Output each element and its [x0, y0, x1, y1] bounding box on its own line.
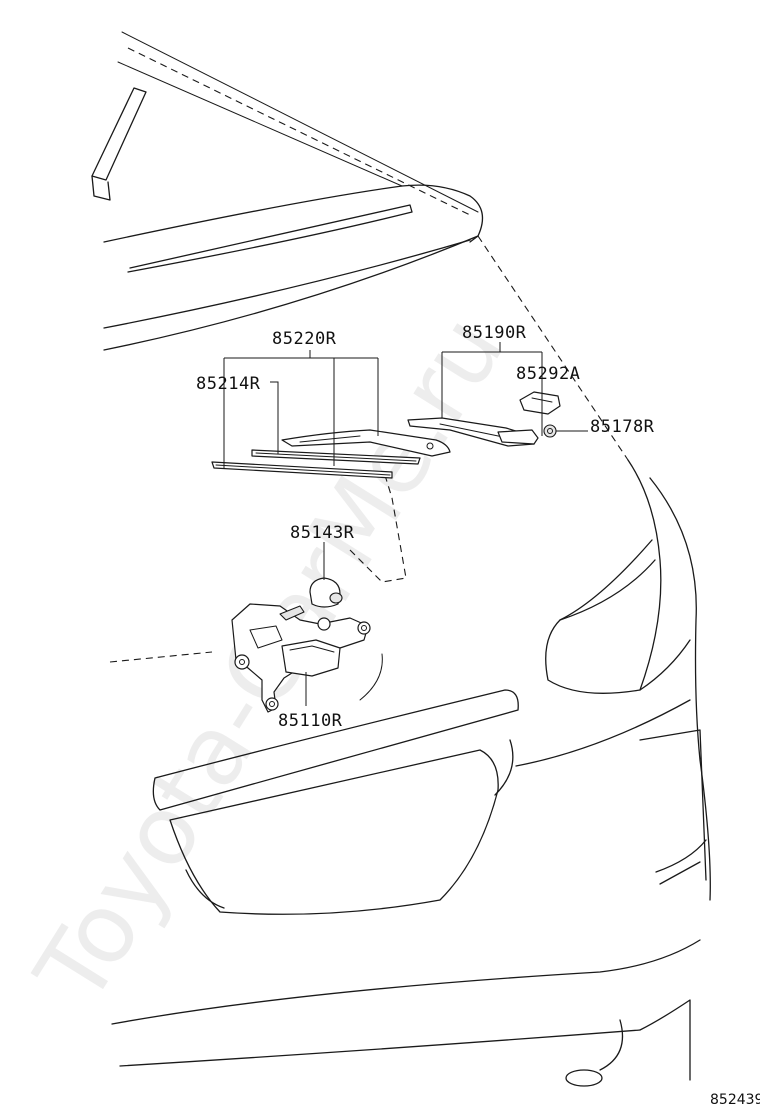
part-labels: 85220R 85214R 85190R 85292A 85178R 85143…	[196, 323, 655, 731]
wiper-motor-assembly	[231, 603, 371, 713]
illustration-code: 852439	[710, 1092, 760, 1108]
label-85110r: 85110R	[278, 711, 343, 731]
label-85178r: 85178R	[590, 417, 655, 437]
arm-nut	[543, 424, 557, 438]
wiper-arm	[407, 417, 539, 447]
label-85190r: 85190R	[462, 323, 527, 343]
wiper-blade-assembly	[211, 429, 451, 479]
label-85220r: 85220R	[272, 329, 337, 349]
wiper-arm-cap	[519, 391, 561, 415]
leader-lines	[223, 342, 588, 706]
grommet	[309, 577, 343, 608]
label-85214r: 85214R	[196, 374, 261, 394]
vehicle-body-outline	[91, 31, 711, 1087]
label-85143r: 85143R	[290, 523, 355, 543]
label-85292a: 85292A	[516, 364, 580, 384]
